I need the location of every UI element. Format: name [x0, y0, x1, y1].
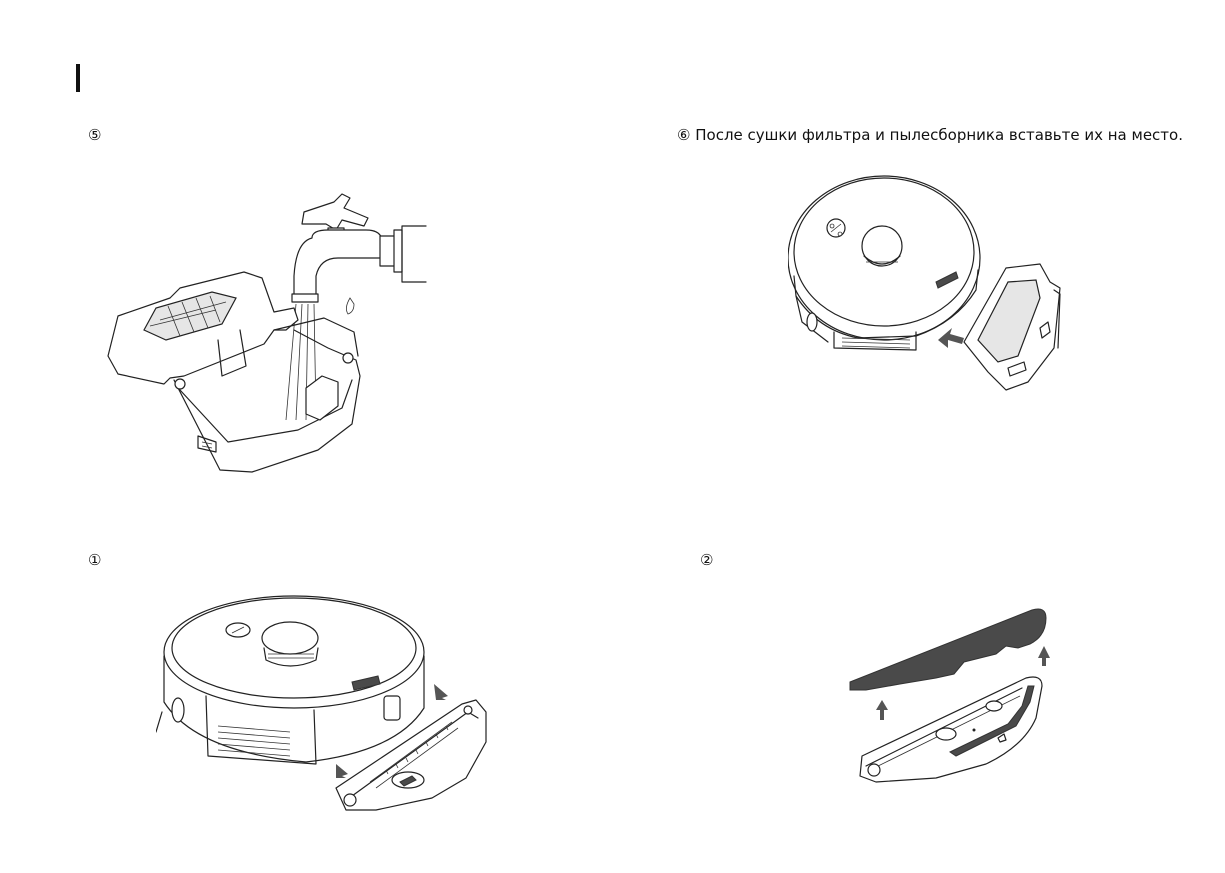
step-1-number: ①: [88, 551, 102, 569]
insert-arrow-icon: [938, 328, 964, 348]
lift-arrow-icon-2: [1038, 646, 1050, 666]
detach-arrow-icon: [434, 684, 448, 700]
lift-arrow-icon: [876, 700, 888, 720]
mop-cloth: [849, 608, 1047, 691]
step-6-caption: ⑥ После сушки фильтра и пылесборника вст…: [677, 126, 1183, 144]
detach-arrow-icon-2: [336, 764, 348, 778]
step-5-number: ⑤: [88, 126, 102, 144]
robot-vacuum-remove-mop-bracket-illustration: [155, 592, 496, 826]
filter-grid: [143, 291, 237, 341]
step-6-number: ⑥: [677, 126, 691, 144]
step-1-caption: ①: [88, 551, 101, 569]
section-marker-bar: [76, 64, 80, 92]
step-5-caption: ⑤: [88, 126, 101, 144]
mop-cloth-detach-illustration: [846, 606, 1056, 800]
robot-vacuum-insert-dustbin-illustration: [787, 172, 1068, 406]
step-6-text: После сушки фильтра и пылесборника встав…: [695, 126, 1183, 144]
step-2-caption: ②: [700, 551, 713, 569]
robot-bumper-logo: [351, 675, 381, 691]
robot-bumper-logo: [935, 271, 959, 289]
step-2-number: ②: [700, 551, 714, 569]
dustbin-under-faucet-illustration: [98, 180, 438, 484]
